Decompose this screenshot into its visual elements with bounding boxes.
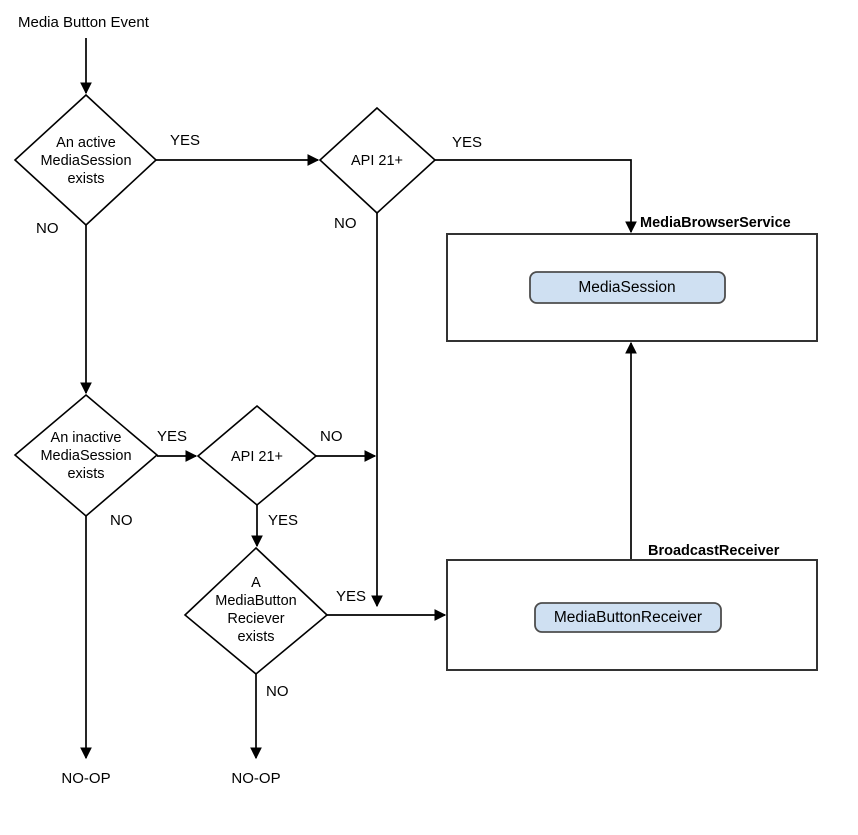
chip-mediasession bbox=[529, 271, 726, 304]
edge-label-api21-top-no: NO bbox=[334, 215, 357, 232]
edge-label-active-session-yes: YES bbox=[170, 132, 200, 149]
terminal-noop-middle: NO-OP bbox=[231, 770, 280, 787]
decision-active-mediasession-line-3: exists bbox=[67, 171, 104, 187]
container-broadcast-receiver-title: BroadcastReceiver bbox=[648, 543, 780, 559]
container-media-browser-service-title: MediaBrowserService bbox=[640, 215, 791, 231]
chip-mediabuttonreceiver bbox=[534, 602, 722, 633]
start-label: Media Button Event bbox=[18, 14, 150, 31]
edge-label-inactive-session-no: NO bbox=[110, 512, 133, 529]
decision-inactive-mediasession-line-2: MediaSession bbox=[40, 448, 131, 464]
decision-mediabutton-receiver-line-1: A bbox=[251, 575, 261, 591]
edge-label-active-session-no: NO bbox=[36, 220, 59, 237]
edge-label-api21-bottom-yes: YES bbox=[268, 512, 298, 529]
decision-active-mediasession-line-1: An active bbox=[56, 135, 116, 151]
edge-label-inactive-session-yes: YES bbox=[157, 428, 187, 445]
chip-mediasession-label: MediaSession bbox=[578, 279, 675, 296]
decision-active-mediasession-line-2: MediaSession bbox=[40, 153, 131, 169]
decision-mediabutton-receiver-line-3: Reciever bbox=[227, 611, 284, 627]
decision-api21-top-label: API 21+ bbox=[351, 153, 403, 169]
decision-api21-bottom-label: API 21+ bbox=[231, 449, 283, 465]
edge-api21-top-yes bbox=[435, 159, 637, 234]
decision-mediabutton-receiver-line-4: exists bbox=[237, 629, 274, 645]
edge-label-mediabutton-receiver-no: NO bbox=[266, 683, 289, 700]
edge-label-mediabutton-receiver-yes: YES bbox=[336, 588, 366, 605]
decision-mediabutton-receiver-line-2: MediaButton bbox=[215, 593, 296, 609]
edge-label-api21-bottom-no: NO bbox=[320, 428, 343, 445]
chip-mediabuttonreceiver-label: MediaButtonReceiver bbox=[554, 609, 702, 626]
edge-label-api21-top-yes: YES bbox=[452, 134, 482, 151]
terminal-noop-left: NO-OP bbox=[61, 770, 110, 787]
decision-inactive-mediasession-line-3: exists bbox=[67, 466, 104, 482]
decision-inactive-mediasession-line-1: An inactive bbox=[51, 430, 122, 446]
